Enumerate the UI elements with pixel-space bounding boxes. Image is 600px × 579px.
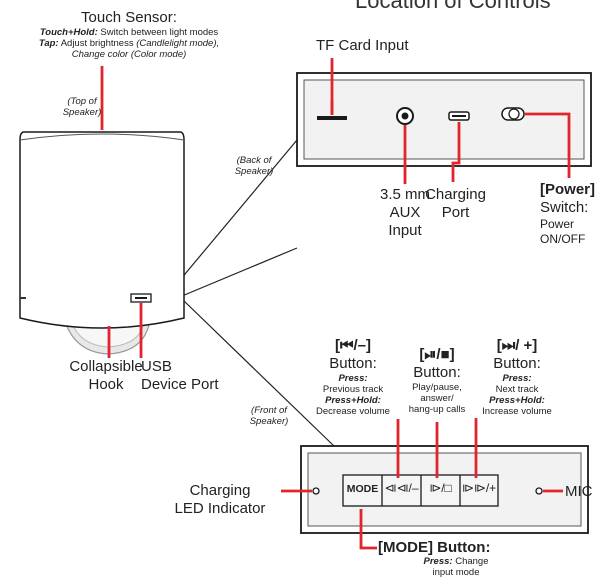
power-switch-label: [Power] Switch: Power ON/OFF <box>540 181 596 246</box>
callout-lines <box>100 58 571 550</box>
mode-button-desc: Press: Change input mode <box>423 556 489 578</box>
play-button-label: [⏯/■] Button: Play/pause, answer/ hang-u… <box>408 346 466 415</box>
tf-card-slot <box>317 116 347 120</box>
connector-back-low <box>181 247 298 297</box>
front-panel <box>300 445 589 534</box>
speaker-illustration <box>19 131 185 355</box>
tf-card-label: TF Card Input <box>316 37 409 54</box>
page-title: Location of Controls <box>355 0 551 13</box>
charging-led <box>312 487 320 495</box>
mic-hole <box>535 487 543 495</box>
next-button[interactable]: ⧐⧐/+ <box>461 481 497 495</box>
prev-button-label: [⏮/–] Button: Press: Previous track Pres… <box>316 337 390 417</box>
back-panel <box>296 72 592 167</box>
speaker-body <box>19 131 185 329</box>
next-button-label: [⏭/ +] Button: Press: Next track Press+H… <box>482 337 552 417</box>
mode-button[interactable]: MODE <box>346 483 379 495</box>
connector-back <box>179 139 298 281</box>
connector-front <box>182 299 335 447</box>
play-button[interactable]: ⧐/□ <box>429 481 452 495</box>
mode-button-label: [MODE] Button: <box>378 539 491 556</box>
prev-button[interactable]: ⧏⧏/– <box>384 481 419 495</box>
mic-label: MIC <box>565 483 593 500</box>
touch-sensor-label: Touch Sensor: Touch+Hold: Switch between… <box>38 9 220 60</box>
